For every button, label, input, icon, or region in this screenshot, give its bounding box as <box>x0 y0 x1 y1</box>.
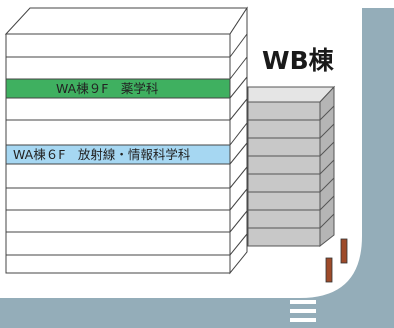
bollard <box>340 238 348 264</box>
wb-floor-lines <box>248 105 335 229</box>
crosswalk-stripe <box>290 309 316 313</box>
wb-building <box>247 85 336 248</box>
crosswalk <box>290 300 316 322</box>
wa-9f-label: WA棟９F 薬学科 <box>56 81 159 96</box>
bollards <box>325 238 348 283</box>
wa-building <box>4 6 248 275</box>
wa-floor-lines <box>6 33 248 256</box>
wa-6f-label: WA棟６F 放射線・情報科学科 <box>13 147 191 162</box>
crosswalk-stripe <box>290 300 316 304</box>
wa-building-top <box>4 7 248 35</box>
wa-building-side <box>229 6 248 275</box>
bollard <box>325 257 333 283</box>
wb-building-name: WB棟 <box>262 46 334 75</box>
road <box>0 8 394 328</box>
wb-building-top <box>247 86 336 103</box>
road-curve <box>0 8 394 328</box>
crosswalk-stripe <box>290 318 316 322</box>
